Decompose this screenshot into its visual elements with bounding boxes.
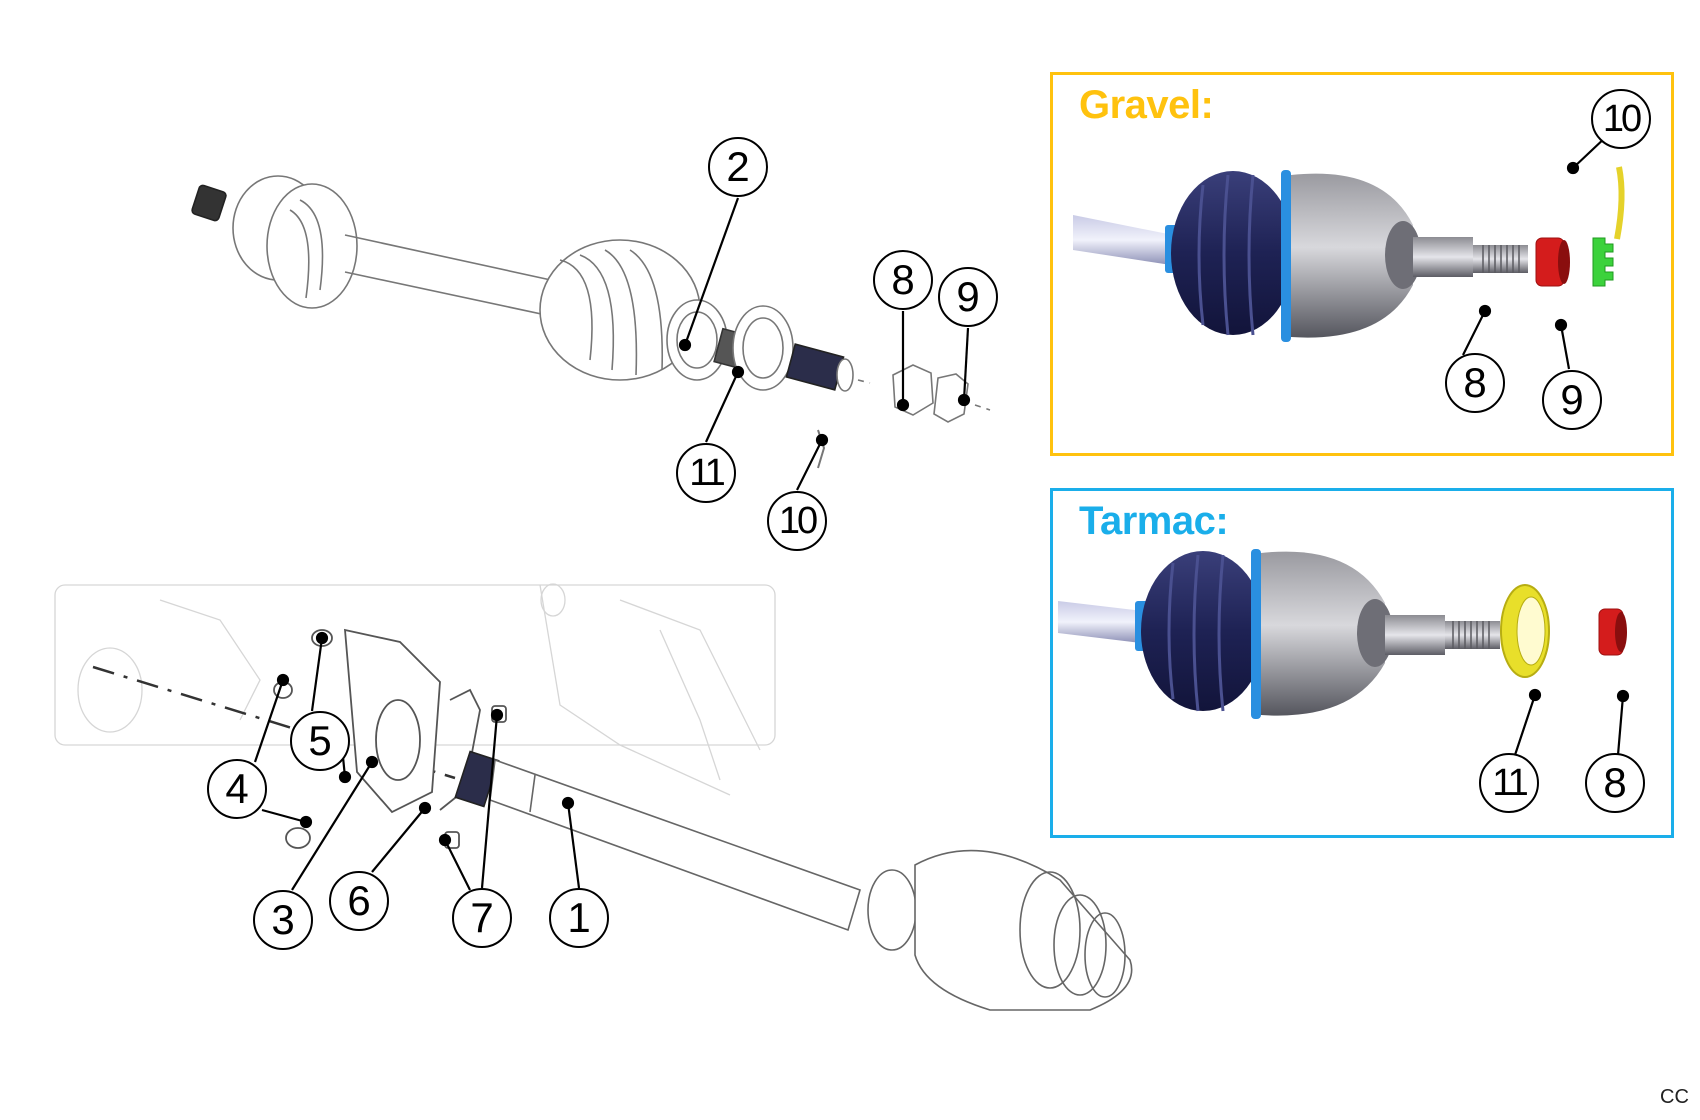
callout-9: 9 [938, 267, 998, 327]
upper-driveshaft [191, 175, 991, 469]
tarmac-callout-11: 11 [1479, 753, 1539, 813]
callout-6: 6 [329, 871, 389, 931]
upper-leader-lines [678, 197, 971, 491]
callout-10: 10 [767, 491, 827, 551]
gravel-callout-9: 9 [1542, 370, 1602, 430]
gravel-title: Gravel: [1079, 83, 1214, 127]
tarmac-callout-8: 8 [1585, 753, 1645, 813]
callout-3: 3 [253, 890, 313, 950]
callout-7: 7 [452, 888, 512, 948]
lower-installation-view [54, 583, 1133, 1011]
gravel-cv-joint-render [1073, 166, 1625, 342]
tarmac-leader-lines [1513, 688, 1630, 756]
callout-5: 5 [290, 711, 350, 771]
callout-1: 1 [549, 888, 609, 948]
gravel-panel: Gravel: 10 8 9 [1050, 72, 1674, 456]
callout-2: 2 [708, 137, 768, 197]
gravel-callout-10: 10 [1591, 89, 1651, 149]
corner-label: CC [1660, 1086, 1689, 1108]
lower-leader-lines [253, 631, 581, 891]
gravel-leader-lines [1462, 134, 1609, 370]
tarmac-cv-joint-render [1058, 549, 1627, 719]
gravel-callout-8: 8 [1445, 353, 1505, 413]
tarmac-panel: Tarmac: 11 8 [1050, 488, 1674, 838]
callout-4: 4 [207, 759, 267, 819]
callout-11: 11 [676, 443, 736, 503]
tarmac-title: Tarmac: [1079, 499, 1229, 543]
callout-8: 8 [873, 250, 933, 310]
